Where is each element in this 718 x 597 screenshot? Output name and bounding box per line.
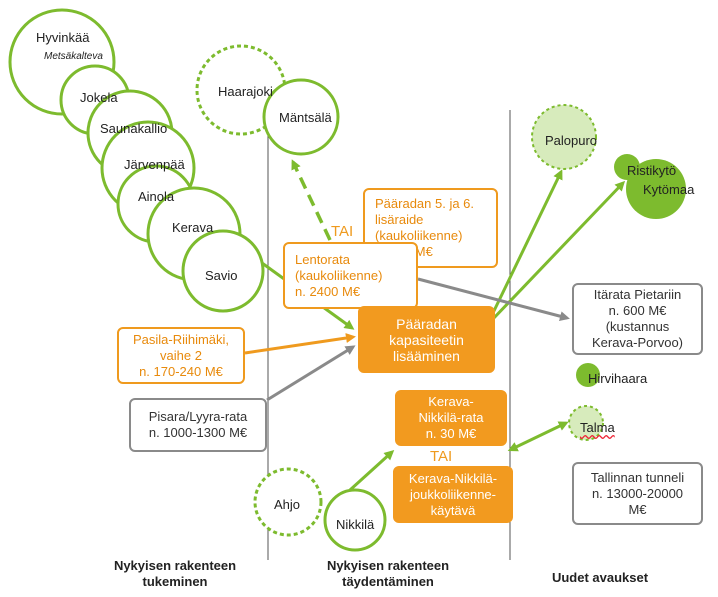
label-jarvenpaa: Järvenpää (124, 157, 185, 172)
box-tallinnan-tunneli: Tallinnan tunneli n. 13000-20000 M€ (572, 462, 703, 525)
box-kerava-nikkila-rata-line-2: Nikkilä-rata (418, 410, 484, 425)
arrow-capacity-to-palopuro (490, 169, 563, 316)
arrow-pisara-to-capacity (266, 345, 356, 402)
circle-savio (181, 229, 265, 313)
circle-mantsala (262, 78, 340, 156)
label-hyvinkaa: Hyvinkää (36, 30, 90, 45)
box-itarata-line-1: Itärata Pietariin (593, 287, 682, 302)
column-label-left-line-1: Nykyisen rakenteen (113, 558, 237, 573)
column-label-right-line-1: Uudet avaukset (551, 570, 649, 585)
box-paaradan-kapasiteetti-line-1: Pääradan (396, 315, 457, 332)
column-label-middle: Nykyisen rakenteen täydentäminen (313, 558, 463, 590)
box-kerava-nikkila-joukko-line-1: Kerava-Nikkilä- (408, 470, 498, 486)
box-pasila-riihimaki-line-1: Pasila-Riihimäki, (132, 331, 230, 347)
label-kerava: Kerava (172, 220, 214, 235)
circle-hirvihaara (576, 363, 600, 387)
label-ristikyto: Ristikytö (627, 163, 677, 178)
box-itarata: Itärata Pietariin n. 600 M€ (kustannus K… (572, 283, 703, 355)
box-pasila-riihimaki: Pasila-Riihimäki, vaihe 2 n. 170-240 M€ (117, 327, 245, 384)
label-ahjo: Ahjo (274, 497, 301, 512)
arrow-pasila-to-capacity (244, 333, 356, 355)
label-kytomaa: Kytömaa (643, 182, 695, 197)
circle-kytomaa (626, 159, 686, 219)
circle-nikkila (323, 488, 387, 552)
column-label-right: Uudet avaukset (540, 570, 660, 586)
box-paaradan-kapasiteetti-line-2: kapasiteetin (389, 331, 464, 348)
box-pasila-riihimaki-line-3: n. 170-240 M€ (139, 363, 223, 379)
label-savio: Savio (205, 268, 238, 283)
box-lentorata-line-2: (kaukoliikenne) (295, 267, 383, 283)
label-hirvihaara: Hirvihaara (588, 371, 648, 386)
box-lentorata: Lentorata (kaukoliikenne) n. 2400 M€ (283, 242, 418, 309)
label-metsakalteva: Metsäkalteva (44, 51, 103, 62)
box-kerava-nikkila-rata: Kerava- Nikkilä-rata n. 30 M€ (395, 390, 507, 446)
circle-ahjo (253, 467, 323, 537)
box-kerava-nikkila-rata-line-3: n. 30 M€ (425, 426, 477, 441)
box-paaradan-lisaraide-line-2: lisäraide (375, 212, 424, 227)
box-itarata-line-2: n. 600 M€ (608, 303, 667, 318)
box-paaradan-lisaraide: Pääradan 5. ja 6. lisäraide (kaukoliiken… (363, 188, 498, 268)
label-mantsala: Mäntsälä (279, 110, 332, 125)
arrow-lentorata-to-itarata (417, 277, 570, 322)
box-paaradan-kapasiteetti: Pääradan kapasiteetin lisääminen (358, 306, 495, 373)
box-kerava-nikkila-rata-line-1: Kerava- (428, 394, 474, 409)
label-nikkila: Nikkilä (336, 517, 375, 532)
label-haarajoki: Haarajoki (218, 84, 273, 99)
column-label-left: Nykyisen rakenteen tukeminen (100, 558, 250, 590)
box-itarata-line-3: (kustannus (605, 319, 670, 334)
column-label-left-line-2: tukeminen (142, 574, 208, 589)
label-talma: Talma (580, 420, 615, 435)
tai-label-upper: TAI (331, 223, 354, 240)
box-paaradan-lisaraide-line-3: (kaukoliikenne) (375, 228, 463, 243)
box-tallinnan-tunneli-line-1: Tallinnan tunneli (590, 469, 685, 485)
arrow-talma-kerava-nikkila (507, 421, 569, 452)
arrow-dashed-to-mantsala (291, 159, 332, 241)
box-pasila-riihimaki-line-2: vaihe 2 (160, 347, 202, 363)
box-paaradan-kapasiteetti-line-3: lisääminen (393, 347, 460, 364)
label-ainola: Ainola (138, 189, 175, 204)
box-kerava-nikkila-joukko-line-3: käytävä (430, 502, 476, 518)
box-tallinnan-tunneli-line-3: M€ (628, 501, 647, 517)
arrow-nikkila-to-kerava-nikkila (348, 449, 395, 492)
box-lentorata-line-3: n. 2400 M€ (295, 283, 361, 299)
circle-talma (568, 405, 604, 441)
label-jokela: Jokela (80, 90, 118, 105)
arrow-capacity-to-ristikyto (490, 180, 626, 322)
box-pisara: Pisara/Lyyra-rata n. 1000-1300 M€ (129, 398, 267, 452)
box-kerava-nikkila-joukko: Kerava-Nikkilä- joukkoliikenne- käytävä (393, 466, 513, 523)
circle-palopuro (531, 104, 597, 170)
box-itarata-line-4: Kerava-Porvoo) (591, 335, 684, 350)
label-saunakallio: Saunakallio (100, 121, 168, 136)
box-paaradan-lisaraide-line-1: Pääradan 5. ja 6. (375, 196, 475, 211)
box-kerava-nikkila-joukko-line-2: joukkoliikenne- (410, 486, 496, 502)
column-label-middle-line-1: Nykyisen rakenteen (326, 558, 450, 573)
tai-label-lower: TAI (430, 448, 453, 465)
box-lentorata-line-1: Lentorata (295, 251, 350, 267)
box-pisara-line-1: Pisara/Lyyra-rata (148, 409, 248, 424)
column-label-middle-line-2: täydentäminen (342, 574, 434, 589)
label-palopuro: Palopuro (545, 133, 598, 148)
box-tallinnan-tunneli-line-2: n. 13000-20000 (591, 485, 684, 501)
box-pisara-line-2: n. 1000-1300 M€ (148, 425, 248, 440)
